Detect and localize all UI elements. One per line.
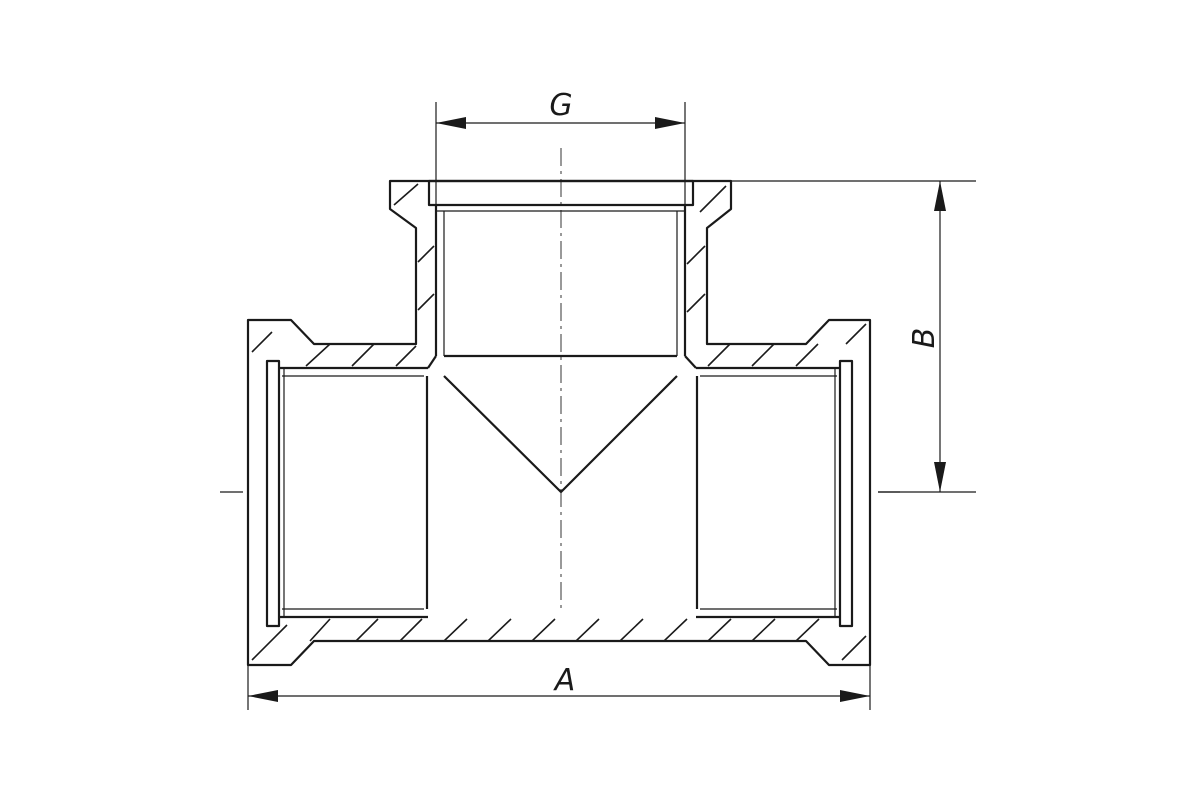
a-arrow-right <box>840 690 870 702</box>
hatch-line <box>686 293 706 313</box>
hatch-line <box>487 618 512 642</box>
hatch-line <box>686 245 706 265</box>
outer-bottom-contour <box>246 630 872 667</box>
bore-junction-right <box>684 355 697 369</box>
hatch-line <box>707 618 732 642</box>
right-chamfer-ring <box>838 359 854 628</box>
hatch-line <box>305 343 331 367</box>
hatch-line <box>699 185 727 213</box>
outer-top-contour <box>246 179 872 356</box>
center-lines <box>220 148 900 612</box>
hatch-line <box>395 345 417 367</box>
hatch-line <box>575 618 600 642</box>
hatch-line <box>351 343 375 367</box>
hatch-line <box>795 618 820 642</box>
g-arrow-right <box>655 117 685 129</box>
hatch-line <box>251 624 288 661</box>
branch-chamfer-ring <box>427 179 695 207</box>
left-port <box>265 359 429 628</box>
hatch-line <box>845 323 867 345</box>
hatch-line <box>399 618 423 642</box>
dimension-b: B <box>731 180 976 493</box>
hatch-line <box>355 618 379 642</box>
tee-body-outline <box>246 179 872 667</box>
b-label: B <box>907 328 942 349</box>
hatch-line <box>393 183 419 206</box>
inner-bore <box>427 355 697 494</box>
b-arrow-bottom <box>934 462 946 492</box>
dimension-a: A <box>247 663 871 710</box>
right-port <box>695 359 854 628</box>
hatch-line <box>751 618 776 642</box>
b-arrow-top <box>934 181 946 211</box>
hatch-line <box>417 245 435 263</box>
hatch-line <box>619 618 644 642</box>
a-arrow-left <box>248 690 278 702</box>
hatch-line <box>663 618 688 642</box>
hatch-line <box>251 331 273 353</box>
hatch-line <box>841 635 867 661</box>
hatch-line <box>309 618 331 642</box>
bore-junction-left <box>427 355 437 369</box>
hatch-line <box>417 293 435 311</box>
hatch-line <box>707 343 731 367</box>
hatch-line <box>795 343 819 367</box>
g-arrow-left <box>436 117 466 129</box>
hatch-line <box>443 618 468 642</box>
hatch-line <box>531 618 556 642</box>
a-label: A <box>553 663 576 698</box>
hatch-line <box>751 343 775 367</box>
drill-cone <box>443 375 678 494</box>
left-chamfer-ring <box>265 359 281 628</box>
branch-port <box>427 179 695 358</box>
section-hatching <box>251 183 867 661</box>
g-label: G <box>549 88 572 123</box>
dimension-g: G <box>435 88 686 205</box>
